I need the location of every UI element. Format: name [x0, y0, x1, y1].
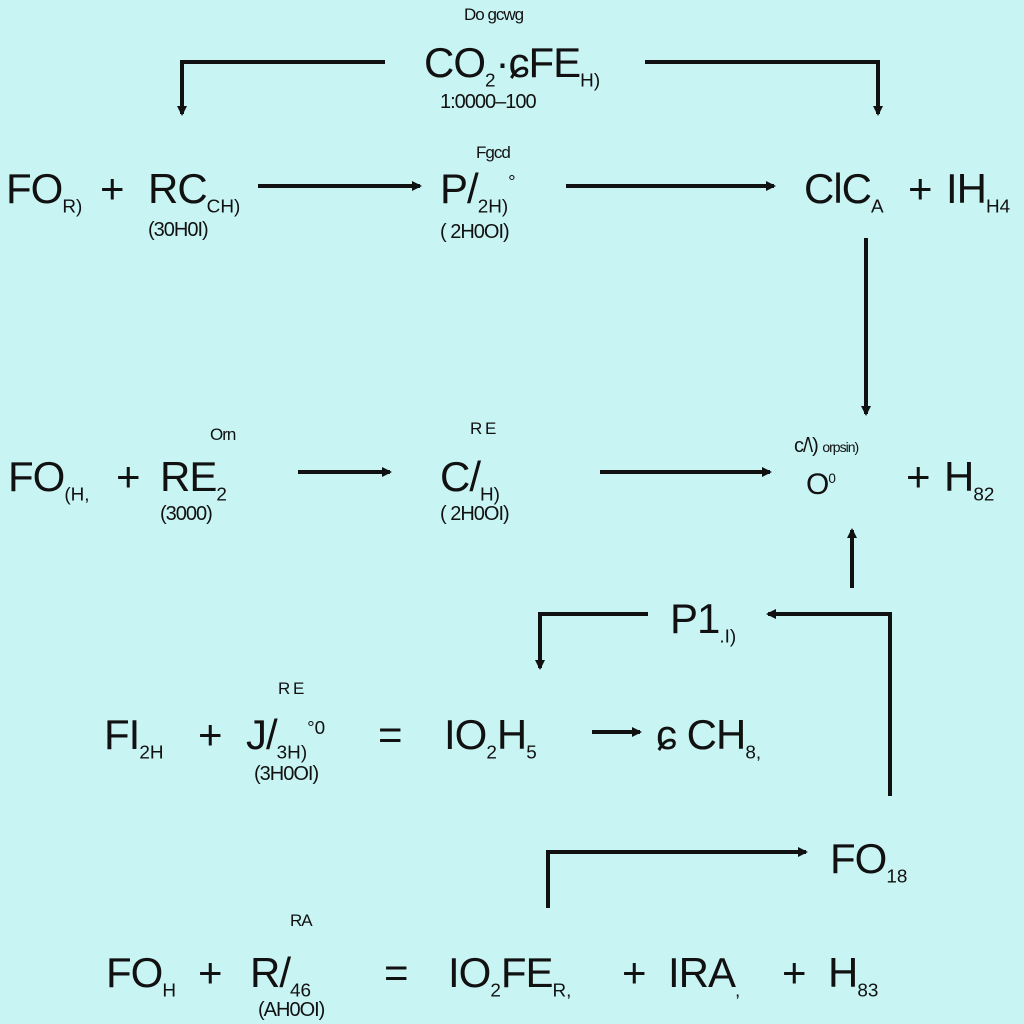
- row2-product-a: O0: [806, 468, 836, 501]
- top-formula: CO2·ɕFEH): [424, 39, 601, 92]
- row2-mid-note: ( 2H0OI): [440, 503, 510, 525]
- row1-product-a: ClCA: [804, 165, 884, 218]
- row3-reactant-a: FI2H: [104, 711, 164, 764]
- row3-product-b: ɕ CH8,: [656, 711, 762, 764]
- row4-product-a: IO2FER,: [448, 949, 572, 1002]
- row2-reactant-b-label: Orn: [210, 425, 236, 444]
- row1-plus-2: +: [908, 165, 933, 212]
- arrow-top-right: [645, 60, 883, 116]
- row4-reactant-b: R/46: [250, 949, 312, 1002]
- row1-plus: +: [100, 165, 125, 212]
- row4-reactant-b-note: (AH0OI): [258, 999, 325, 1021]
- row4-plus-3: +: [782, 949, 807, 996]
- row3-reactant-b: J/3H)°0: [246, 711, 326, 764]
- row3-plus: +: [198, 711, 223, 758]
- arrow-p1-left: [535, 612, 648, 670]
- p1-node: P1.I): [670, 595, 737, 648]
- row4-reactant-b-label: RA: [290, 911, 313, 930]
- row4-plus: +: [198, 949, 223, 996]
- arrow-fo18: [546, 847, 808, 908]
- row1-mid-note: ( 2H0OI): [440, 221, 510, 243]
- top-range: 1:0000–100: [440, 91, 537, 113]
- row2-reactant-b-note: (3000): [160, 503, 213, 525]
- row3-reactant-b-note: (3H0OI): [254, 763, 319, 785]
- row3-equals: =: [378, 711, 403, 758]
- row2-mid: C/H): [440, 453, 500, 506]
- row2-product-b: H82: [944, 453, 995, 506]
- row3-product-a: IO2H5: [444, 711, 537, 764]
- row2-reactant-b: RE2: [160, 453, 227, 506]
- row4-plus-2: +: [622, 949, 647, 996]
- fo18-node: FO18: [830, 835, 908, 888]
- row4-product-c: H83: [828, 949, 879, 1002]
- row2-plus-2: +: [906, 453, 931, 500]
- arrow-top-left: [177, 60, 385, 116]
- row4-product-b: IRA,: [668, 949, 741, 1002]
- row1-mid-label: Fgcd: [476, 143, 511, 162]
- row4-equals: =: [384, 949, 409, 996]
- row2-reactant-a: FO(H,: [8, 453, 90, 506]
- row1-reactant-b-note: (30H0I): [148, 219, 209, 241]
- row2-mid-label: R E: [470, 419, 496, 438]
- top-label: Do gcwg: [464, 5, 524, 24]
- row1-mid: P/2H)°: [440, 165, 516, 218]
- row2-product-label: c/\) orpsin): [794, 435, 859, 457]
- row2-plus: +: [116, 453, 141, 500]
- row1-reactant-a: FOR): [6, 165, 83, 218]
- row1-product-b: IHH4: [946, 165, 1011, 218]
- row3-reactant-b-label: R E: [278, 679, 304, 698]
- arrow-p1-right: [766, 609, 892, 796]
- row1-reactant-b: RCCH): [148, 165, 241, 218]
- row4-reactant-a: FOH: [106, 949, 176, 1002]
